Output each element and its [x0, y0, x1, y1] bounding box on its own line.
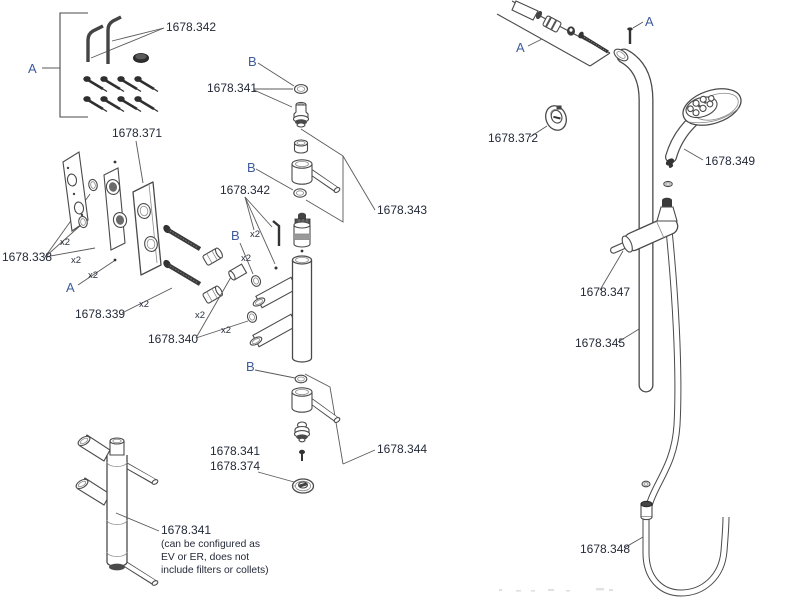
part-label-1678-345: 1678.345 [575, 336, 625, 350]
hose-connector [640, 500, 653, 521]
bottom-cap [291, 478, 315, 494]
part-label-1678-341: 1678.341 [210, 444, 260, 458]
wall-escutcheon [545, 105, 567, 131]
slider-clamp [609, 197, 679, 254]
hex-adapter [202, 285, 223, 304]
screw-set [83, 76, 159, 113]
shower-rail [613, 48, 654, 393]
stop-valve-lower [291, 387, 341, 423]
allen-key-small [272, 220, 281, 246]
part-label-1678-340: 1678.340 [148, 332, 198, 346]
o-ring [294, 374, 308, 384]
qty-x2: x2 [71, 255, 81, 266]
qty-x2: x2 [250, 229, 260, 240]
part-label-1678-341: 1678.341 [207, 81, 257, 95]
gasket-o-rings [78, 178, 98, 229]
backplate [62, 151, 89, 232]
cover-disc [133, 53, 149, 63]
valve-assembly-1678-341: 1678.341 (can be configured as EV or ER,… [75, 434, 269, 586]
part-label-1678-344: 1678.344 [377, 442, 427, 456]
fixings-kit-a: A 1678.342 [28, 12, 216, 118]
note-line-2: EV or ER, does not [161, 552, 249, 563]
rail-and-handset-group: 1678.372 [488, 48, 755, 597]
o-ring [641, 480, 651, 488]
note-line-3: include filters or collets) [161, 565, 269, 576]
ref-letter-a: A [66, 280, 75, 295]
inlet-port [75, 477, 111, 506]
valve-body-block [132, 181, 162, 276]
ref-letter-b: B [246, 359, 255, 374]
ref-letter-a: A [645, 14, 654, 29]
valve-fixing-plate [103, 160, 128, 262]
ref-letter-b: B [231, 228, 240, 243]
tiny-screw [299, 449, 305, 461]
o-ring [246, 311, 258, 323]
part-label-1678-349: 1678.349 [705, 154, 755, 168]
side-rod [120, 559, 159, 586]
check-valve [292, 101, 310, 128]
allen-key [106, 15, 122, 64]
qty-x2: x2 [88, 270, 98, 281]
part-label-1678-339: 1678.339 [75, 307, 125, 321]
hex-adapter [202, 247, 223, 266]
screw-dot [113, 258, 117, 262]
part-label-1678-338: 1678.338 [2, 250, 52, 264]
valve-mounting-group: 1678.371 [2, 126, 249, 346]
screw-dot [113, 160, 117, 164]
part-label-1678-342: 1678.342 [220, 183, 270, 197]
part-label-1678-343: 1678.343 [377, 203, 427, 217]
rail-top-pin [511, 0, 543, 21]
o-ring [250, 275, 262, 287]
qty-x2: x2 [195, 310, 205, 321]
qty-x2: x2 [241, 253, 251, 264]
qty-x2: x2 [60, 237, 70, 248]
ref-letter-a: A [28, 61, 37, 76]
cartridge-column: B 1678.341 B 1678.342 x2 B x2 1678.343 B… [207, 54, 427, 494]
fixing-bolt [163, 224, 202, 251]
valve-body [106, 437, 128, 571]
bushing [228, 263, 248, 281]
part-label-1678-341: 1678.341 [161, 523, 211, 537]
collar-nut [542, 15, 562, 33]
part-label-1678-348: 1678.348 [580, 542, 630, 556]
grub-screw [627, 27, 633, 44]
washer [567, 26, 575, 36]
collar-ring [293, 139, 309, 154]
valve-pipe-body [249, 255, 313, 363]
cartridge [293, 212, 311, 248]
o-ring [663, 180, 673, 188]
qty-x2: x2 [139, 299, 149, 310]
shower-hose [642, 229, 730, 597]
cropped-footer-artifacts [499, 588, 613, 592]
part-label-1678-374: 1678.374 [210, 459, 260, 473]
part-label-1678-342: 1678.342 [166, 20, 216, 34]
rail-fixings-kit-a: A A [496, 0, 654, 67]
stop-valve-upper [291, 159, 341, 193]
ref-letter-b: B [247, 160, 256, 175]
note-line-1: (can be configured as [161, 539, 260, 550]
part-label-1678-371: 1678.371 [112, 126, 162, 140]
inlet-port [77, 434, 111, 462]
ref-letter-a: A [516, 40, 525, 55]
fixing-bolt [163, 259, 202, 286]
handset [665, 88, 742, 168]
o-ring [293, 188, 307, 198]
ref-letter-b: B [248, 54, 257, 69]
o-ring [293, 84, 309, 94]
part-label-1678-347: 1678.347 [580, 285, 630, 299]
long-screw [578, 31, 609, 54]
allen-key [86, 24, 104, 62]
qty-x2: x2 [221, 325, 231, 336]
valve-cap [293, 421, 311, 443]
part-label-1678-372: 1678.372 [488, 131, 538, 145]
